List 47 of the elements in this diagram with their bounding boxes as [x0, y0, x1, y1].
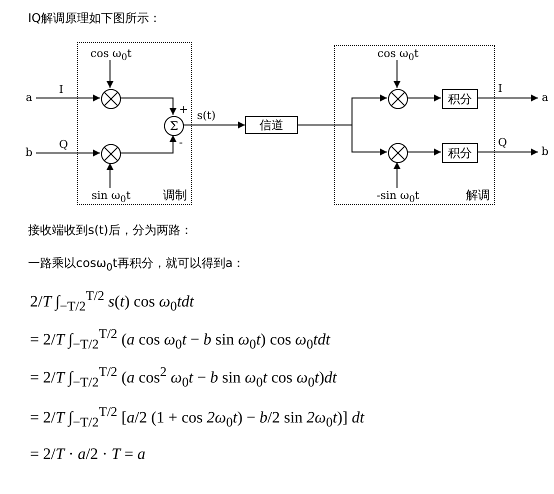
arrow [120, 98, 176, 116]
edge-label: I [497, 83, 504, 95]
title-text: IQ解调原理如下图所示： [28, 10, 161, 27]
edge-label: Q [58, 139, 70, 151]
edge-label: Q [497, 137, 508, 149]
arrow [394, 162, 400, 188]
arrow [476, 94, 538, 102]
equation: 2/T ∫$_{−T/2}$$^{T/2}$ s(t) cos ω$_{0}$tdt [30, 288, 194, 315]
carrier-label: -sin ω$_{0}$t [366, 189, 430, 203]
edge-label: s(t) [196, 110, 217, 122]
signal-label: b [22, 145, 36, 161]
signal-label: a [22, 90, 36, 106]
carrier-label: sin ω$_{0}$t [84, 189, 138, 203]
multiplier-symbol [388, 143, 408, 163]
arrow [298, 124, 388, 156]
arrow [36, 150, 100, 156]
multiplier-symbol [101, 89, 121, 109]
carrier-label: cos ω$_{0}$t [84, 47, 138, 61]
arrow [394, 60, 400, 88]
arrow [476, 148, 538, 156]
arrow [182, 122, 246, 128]
channel-box: 信道 [245, 116, 298, 134]
equation: = 2/T · a/2 · T = a [30, 446, 146, 464]
group-label: 调制 [163, 188, 187, 202]
arrow [406, 94, 442, 102]
summer-circle: Σ [164, 116, 184, 136]
arrow [106, 162, 114, 188]
equation: = 2/T ∫$_{−T/2}$$^{T/2}$ (a cos ω$_{0}$t − b sin ω$_{0}$t) cos ω$_{0}$tdt [30, 326, 330, 353]
integrator-box: 积分 [442, 89, 478, 109]
demodulator-frame [334, 45, 495, 205]
paragraph: 接收端收到s(t)后，分为两路： [28, 222, 192, 239]
edge-label: I [58, 84, 64, 96]
equation: = 2/T ∫$_{−T/2}$$^{T/2}$ [a/2 (1 + cos 2ω$_{0}$t) − b/2 sin 2ω$_{0}$t)] dt [30, 404, 364, 431]
arrow [106, 60, 114, 88]
paragraph: 一路乘以cosω$_{0}$t再积分，就可以得到a： [28, 255, 245, 274]
equation: = 2/T ∫$_{−T/2}$$^{T/2}$ (a cos$^{2}$ ω$_{0}$t − b sin ω$_{0}$t cos ω$_{0}$t)dt [30, 364, 337, 391]
signal-label: a [538, 90, 552, 106]
multiplier-symbol [388, 89, 408, 109]
signal-label: b [538, 144, 552, 160]
group-label: 解调 [466, 188, 490, 202]
arrow [406, 148, 442, 156]
arrow [120, 134, 176, 154]
edge-label: + [178, 104, 190, 116]
multiplier-symbol [101, 144, 121, 164]
arrow [36, 94, 100, 102]
integrator-box: 积分 [442, 143, 478, 163]
carrier-label: cos ω$_{0}$t [371, 47, 425, 61]
